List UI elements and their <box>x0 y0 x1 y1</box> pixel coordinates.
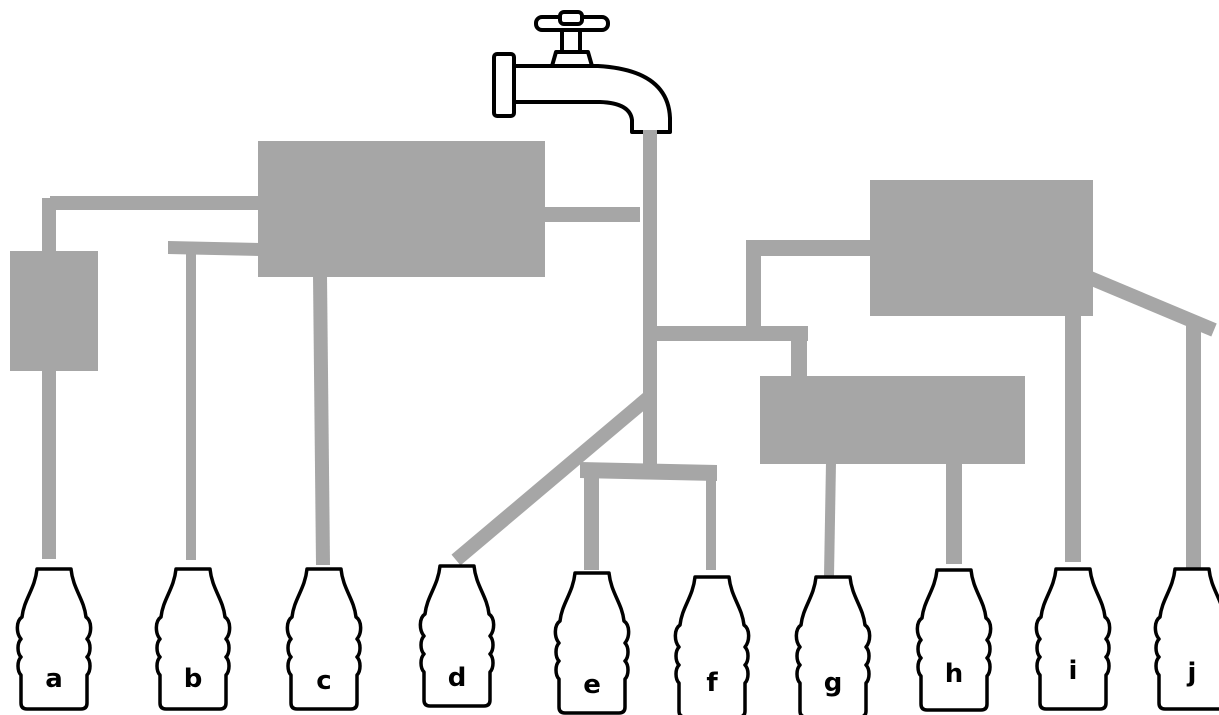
bottle-label: b <box>184 664 203 694</box>
tank <box>258 141 545 277</box>
pipe <box>824 462 836 576</box>
bottle-label: g <box>824 668 843 698</box>
bottle-g: g <box>794 575 872 715</box>
bottle-icon <box>1153 567 1219 711</box>
tank <box>870 180 1093 316</box>
pipe <box>643 130 657 464</box>
bottle-d: d <box>418 564 496 708</box>
pipe <box>746 242 761 332</box>
pipe <box>791 332 807 380</box>
pipe <box>451 392 653 566</box>
pipe <box>946 462 962 564</box>
bottle-b: b <box>154 567 232 711</box>
pipe <box>42 198 56 253</box>
bottle-e: e <box>553 571 631 715</box>
bottle-label: h <box>945 659 964 689</box>
bottle-f: f <box>673 575 751 715</box>
bottle-icon <box>1034 567 1112 711</box>
pipe <box>545 207 640 222</box>
pipe <box>186 250 196 560</box>
pipe <box>168 241 260 256</box>
bottle-label: a <box>45 664 63 694</box>
pipe <box>746 240 872 256</box>
pipe <box>584 476 599 570</box>
pipe <box>42 369 56 559</box>
bottle-j: j <box>1153 567 1219 711</box>
faucet-icon <box>492 10 672 134</box>
pipe <box>1087 271 1217 337</box>
pipe <box>1186 322 1201 570</box>
pipe <box>313 275 330 565</box>
bottle-label: j <box>1187 658 1197 688</box>
bottle-label: f <box>706 668 718 698</box>
bottle-icon <box>915 568 993 712</box>
bottle-a: a <box>15 567 93 711</box>
tank <box>10 251 98 371</box>
pipe <box>1065 314 1081 562</box>
bottle-label: c <box>316 666 331 696</box>
pipe-network <box>10 130 1217 576</box>
bottle-label: e <box>583 670 601 700</box>
pipe <box>650 326 808 341</box>
pipe <box>580 462 717 481</box>
pipe <box>50 196 260 210</box>
bottle-label: d <box>448 663 467 693</box>
pipe <box>706 478 716 570</box>
bottle-label: i <box>1069 656 1078 686</box>
bottle-h: h <box>915 568 993 712</box>
bottle-i: i <box>1034 567 1112 711</box>
bottle-c: c <box>285 567 363 711</box>
tank <box>760 376 1025 464</box>
